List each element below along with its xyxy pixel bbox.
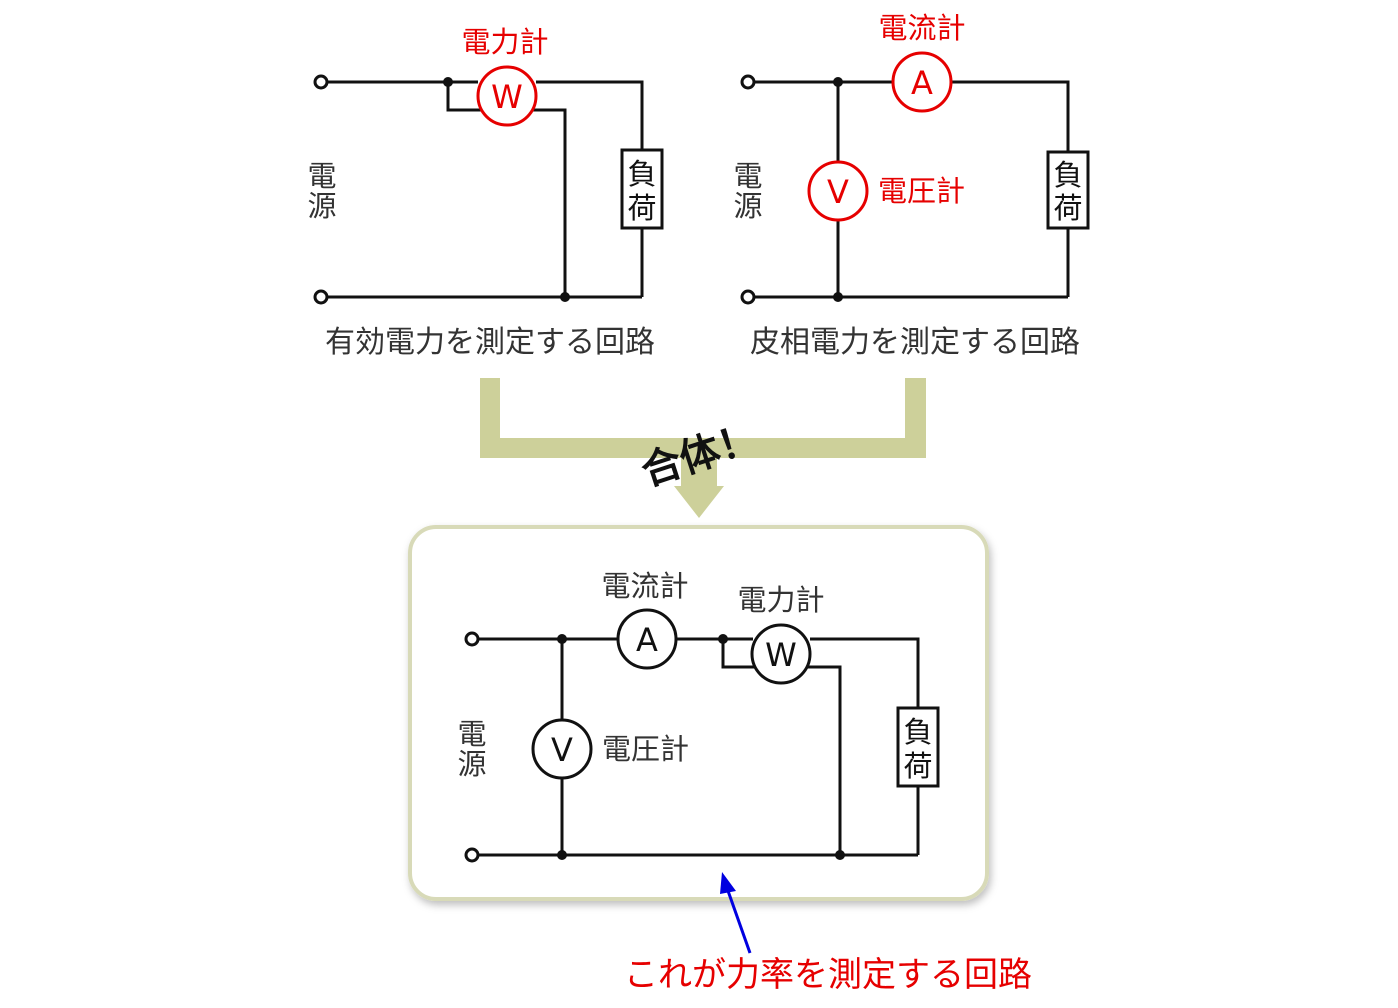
left-bottom-terminal — [313, 289, 329, 305]
left-wattmeter-label: 電力計 — [461, 25, 548, 59]
left-top-terminal — [313, 74, 329, 90]
left-source-label-1: 電 — [307, 159, 336, 193]
pointer-arrow — [720, 872, 752, 954]
right-ammeter-label: 電流計 — [878, 11, 965, 45]
annotation-text: これが力率を測定する回路 — [624, 955, 1032, 995]
left-wattmeter: W — [476, 65, 538, 127]
combined-top-wire-right — [810, 637, 920, 708]
left-junction-top — [443, 77, 453, 87]
left-load: 負 荷 — [620, 148, 664, 230]
left-load-label-1: 負 — [627, 157, 656, 191]
left-junction-bottom — [560, 292, 570, 302]
right-load: 負 荷 — [1046, 150, 1090, 230]
right-source-label-2: 源 — [733, 189, 762, 223]
combined-source-label-2: 源 — [457, 747, 486, 781]
right-circuit: A 電流計 V 電圧計 負 荷 電 源 皮相電力を測定する回路 — [733, 11, 1090, 360]
combined-junction-2 — [718, 634, 728, 644]
combined-circuit: A 電流計 W 電力計 V 電圧計 負 荷 電 源 — [457, 569, 940, 863]
combined-voltmeter-label: 電圧計 — [602, 732, 689, 766]
left-wattmeter-symbol: W — [491, 78, 523, 116]
combined-top-terminal — [464, 631, 480, 647]
left-caption: 有効電力を測定する回路 — [325, 325, 655, 360]
right-ammeter-symbol: A — [911, 64, 933, 102]
combined-wattmeter: W — [750, 623, 812, 685]
right-voltmeter: V — [807, 160, 869, 222]
combined-load: 負 荷 — [896, 706, 940, 788]
right-top-wire-right — [951, 80, 1070, 152]
right-bottom-terminal — [740, 289, 756, 305]
right-voltmeter-label: 電圧計 — [878, 174, 965, 208]
right-source-label-1: 電 — [733, 159, 762, 193]
combined-voltmeter: V — [531, 718, 593, 780]
combined-junction-4 — [835, 850, 845, 860]
left-circuit: W 電力計 負 荷 電 源 有効電力を測定する回路 — [307, 25, 664, 360]
left-top-wire-right — [536, 80, 644, 150]
combined-load-label-2: 荷 — [903, 749, 932, 783]
merge-arrow — [480, 378, 926, 518]
combined-wattmeter-symbol: W — [765, 636, 797, 674]
combined-bottom-terminal — [464, 847, 480, 863]
right-junction-top — [833, 77, 843, 87]
combined-junction-3 — [557, 850, 567, 860]
combined-ammeter: A — [616, 608, 678, 670]
right-caption: 皮相電力を測定する回路 — [750, 325, 1080, 360]
combined-load-label-1: 負 — [903, 715, 932, 749]
combined-ammeter-symbol: A — [636, 621, 658, 659]
combined-junction-1 — [557, 634, 567, 644]
right-load-label-2: 荷 — [1053, 191, 1082, 225]
right-top-terminal — [740, 74, 756, 90]
right-voltmeter-symbol: V — [827, 173, 849, 211]
merge-arrow-shape — [480, 378, 926, 518]
left-load-label-2: 荷 — [627, 191, 656, 225]
combined-panel — [408, 525, 989, 901]
combined-ammeter-label: 電流計 — [601, 569, 688, 603]
right-ammeter: A — [891, 51, 953, 113]
right-load-label-1: 負 — [1053, 158, 1082, 192]
right-junction-bottom — [833, 292, 843, 302]
combined-wattmeter-label: 電力計 — [737, 583, 824, 617]
combined-voltmeter-symbol: V — [551, 731, 573, 769]
combined-source-label-1: 電 — [457, 717, 486, 751]
left-source-label-2: 源 — [307, 189, 336, 223]
